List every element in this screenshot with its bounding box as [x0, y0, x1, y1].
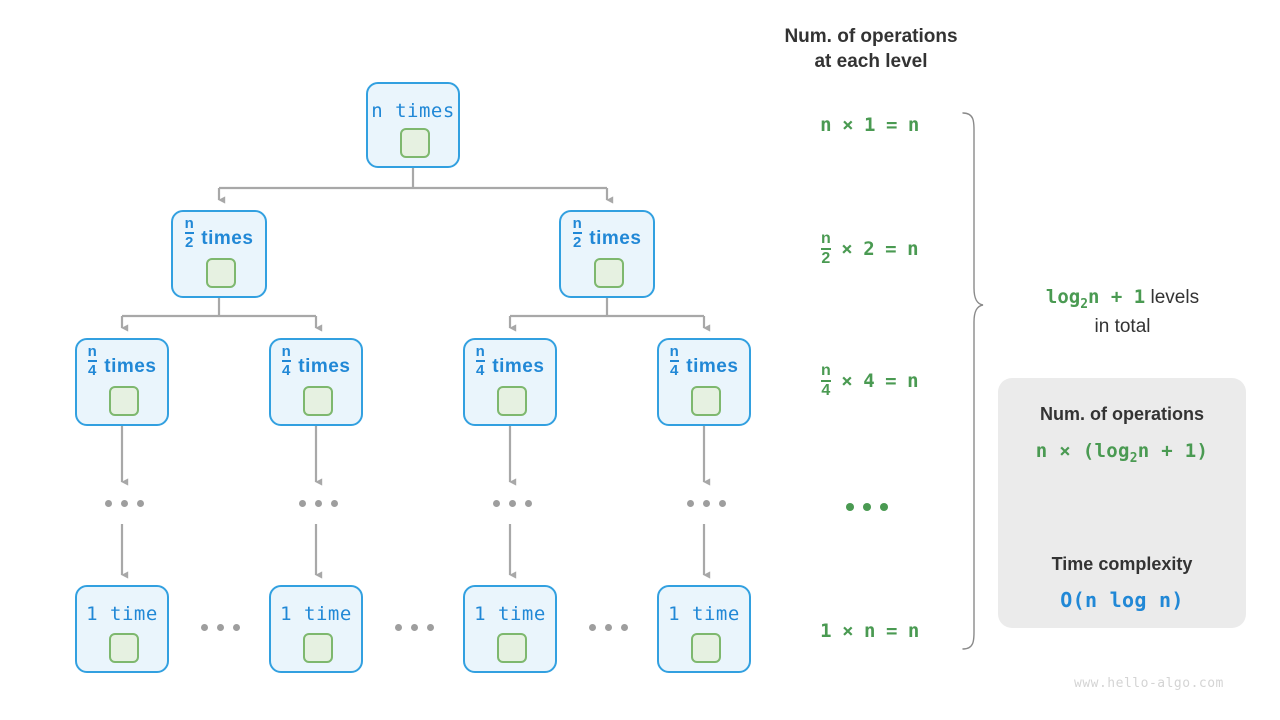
vertical-ellipsis: [299, 500, 338, 507]
node-label-word: times: [492, 356, 545, 377]
card-operations-formula: n × (log2n + 1): [1035, 440, 1209, 466]
multiplier: 4: [863, 370, 876, 392]
equals-sign: =: [885, 370, 898, 392]
equals-sign: =: [885, 238, 898, 260]
operation-box: [497, 386, 527, 416]
row-result: n: [907, 114, 920, 136]
watermark: www.hello-algo.com: [1074, 676, 1224, 691]
levels-formula: log2n + 1: [1045, 286, 1146, 312]
operations-ellipsis: [846, 503, 888, 511]
vertical-ellipsis: [493, 500, 532, 507]
multiply-sign: ×: [842, 620, 855, 642]
operation-box: [109, 633, 139, 663]
operation-box: [594, 258, 624, 288]
node-label-word: times: [686, 356, 739, 377]
operation-box: [303, 386, 333, 416]
equals-sign: =: [885, 114, 898, 136]
levels-total-note: log2n + 1 levels in total: [1000, 284, 1245, 340]
node-label: n times: [371, 100, 455, 122]
card-heading-time-complexity: Time complexity: [1051, 554, 1193, 574]
tree-node-one-4: 1 time: [657, 585, 751, 673]
node-label-word: times: [104, 356, 157, 377]
operation-box: [691, 633, 721, 663]
levels-curly-brace: [962, 112, 984, 650]
edge-level2right-to-level3: [508, 298, 711, 332]
levels-line2: in total: [1094, 315, 1151, 337]
horizontal-ellipsis: [589, 624, 628, 631]
operation-box: [303, 633, 333, 663]
multiplier: 2: [863, 238, 876, 260]
multiplier: n: [864, 620, 876, 642]
levels-word: levels: [1150, 287, 1200, 308]
operations-row-row-1: n × 1 = n: [790, 110, 950, 140]
edge-ellipsis-to-lastlevel: [120, 524, 711, 579]
operation-box: [109, 386, 139, 416]
node-label: 1 time: [280, 603, 352, 625]
multiplier: 1: [864, 114, 876, 136]
tree-node-root: n times: [366, 82, 460, 168]
horizontal-ellipsis: [201, 624, 240, 631]
operation-box: [206, 258, 236, 288]
operation-box: [400, 128, 430, 158]
horizontal-ellipsis: [395, 624, 434, 631]
multiply-sign: ×: [841, 370, 854, 392]
multiply-sign: ×: [842, 114, 855, 136]
row-result: n: [907, 370, 920, 392]
row-result: n: [907, 238, 920, 260]
summary-card: Num. of operations n × (log2n + 1) Time …: [998, 378, 1246, 628]
loop-arrow-icons: [91, 123, 729, 662]
node-label-word: times: [298, 356, 351, 377]
equals-sign: =: [885, 620, 898, 642]
edge-level3-to-ellipsis: [120, 426, 711, 486]
tree-node-one-2: 1 time: [269, 585, 363, 673]
operand: n: [820, 114, 833, 136]
operations-row-row-4: 1 × n = n: [790, 616, 950, 646]
operation-box: [497, 633, 527, 663]
multiply-sign: ×: [841, 238, 854, 260]
card-heading-operations: Num. of operations: [1039, 404, 1204, 424]
tree-node-one-3: 1 time: [463, 585, 557, 673]
operand: 1: [820, 620, 833, 642]
edge-level2left-to-level3: [120, 298, 323, 332]
card-time-complexity-result: O(n log n): [1060, 588, 1184, 612]
tree-node-one-1: 1 time: [75, 585, 169, 673]
edge-root-to-level2: [217, 168, 614, 204]
node-label: 1 time: [86, 603, 158, 625]
vertical-ellipsis: [105, 500, 144, 507]
row-result: n: [907, 620, 920, 642]
node-label: 1 time: [474, 603, 546, 625]
node-label-word: times: [589, 228, 642, 249]
operation-box: [691, 386, 721, 416]
node-label-word: times: [201, 228, 254, 249]
operations-column-title: Num. of operations at each level: [784, 26, 958, 73]
vertical-ellipsis: [687, 500, 726, 507]
node-label: 1 time: [668, 603, 740, 625]
